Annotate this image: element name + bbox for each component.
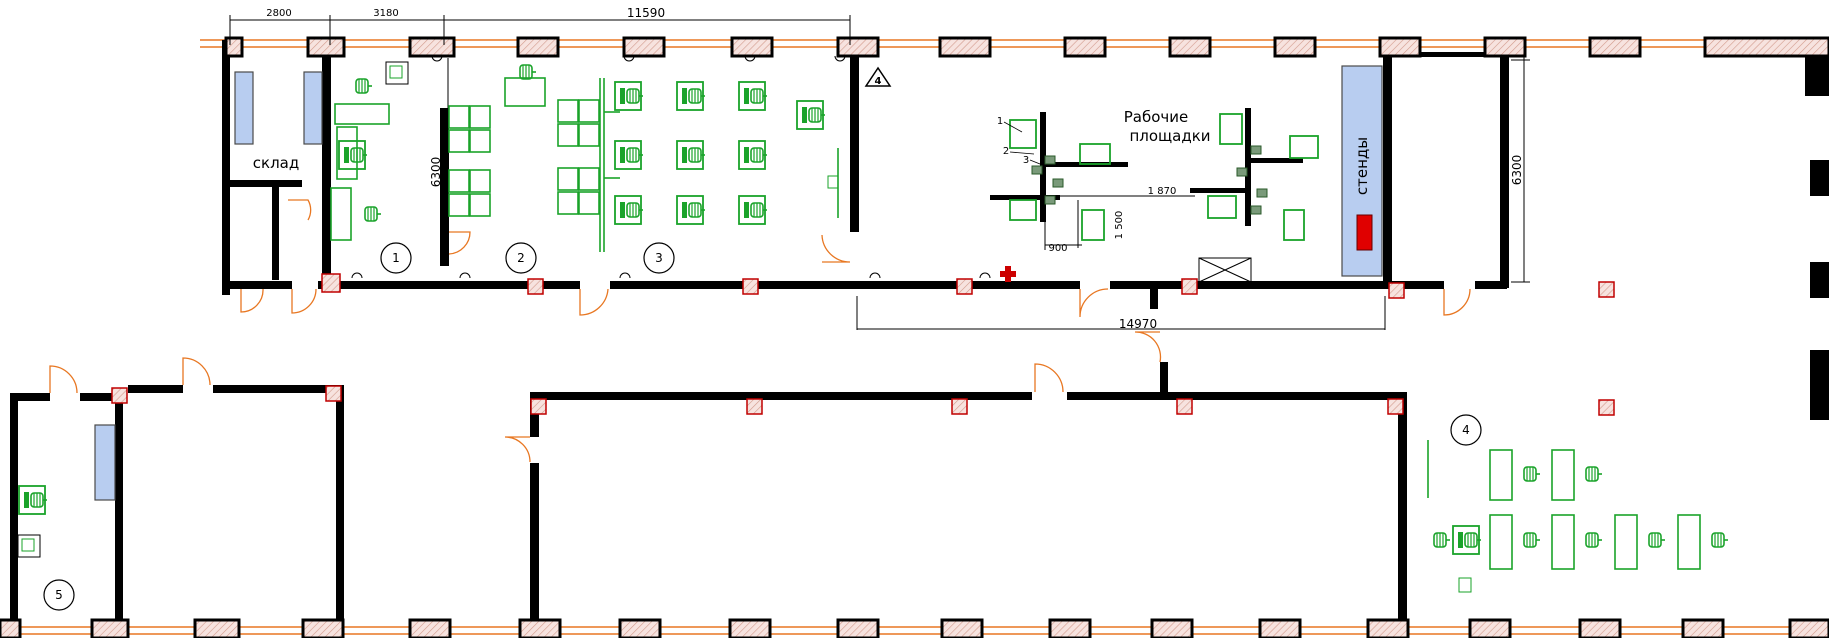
- leader-label-2: 2: [1003, 146, 1009, 157]
- room-number-3: 3: [655, 251, 663, 265]
- label-workspaces-line2: площадки: [1129, 127, 1210, 145]
- leader-label-1: 1: [997, 116, 1003, 127]
- dim-6300-right: 6300: [1510, 155, 1524, 186]
- dim-1870: 1 870: [1148, 186, 1177, 197]
- dimension-lines: [229, 15, 1530, 330]
- outlet-icon: [351, 55, 991, 279]
- dim-3180: 3180: [373, 8, 398, 19]
- pc-workstations: [19, 82, 1481, 554]
- dimension-labels: 2800 3180 11590 6300 6300 14970 1 870 1 …: [266, 6, 1524, 331]
- workspace-stands: [990, 108, 1319, 241]
- first-aid-cross-icon: [1000, 266, 1016, 282]
- dim-6300-left: 6300: [429, 157, 443, 188]
- leader-lines: [1003, 121, 1046, 167]
- room-number-5: 5: [55, 588, 63, 602]
- leader-label-3: 3: [1023, 155, 1029, 166]
- columns: [111, 273, 1615, 416]
- room-number-2: 2: [517, 251, 525, 265]
- svg-text:4: 4: [875, 76, 882, 87]
- fire-extinguisher-icon: [1356, 214, 1373, 251]
- furniture: [330, 77, 1701, 570]
- door-swing-icon: [49, 199, 1471, 463]
- warning-triangle-icon: 4: [864, 66, 892, 87]
- dim-2800: 2800: [266, 8, 291, 19]
- room-labels: склад Рабочие площадки стенды 1 2 3: [253, 108, 1371, 195]
- label-sklad: склад: [253, 154, 299, 172]
- dim-11590: 11590: [627, 6, 665, 20]
- dim-1500: 1 500: [1114, 211, 1125, 240]
- room-number-1: 1: [392, 251, 400, 265]
- label-stendy: стенды: [1353, 137, 1371, 195]
- walls: [10, 40, 1829, 635]
- dim-900: 900: [1048, 243, 1067, 254]
- room-number-4: 4: [1462, 423, 1470, 437]
- dim-14970: 14970: [1119, 317, 1157, 331]
- label-workspaces-line1: Рабочие: [1124, 108, 1189, 126]
- small-equipment: [17, 61, 1472, 593]
- room-number-badges: 1 2 3 4 5: [43, 242, 1482, 611]
- window-lines: [0, 39, 1829, 635]
- window-piers: [0, 36, 1829, 638]
